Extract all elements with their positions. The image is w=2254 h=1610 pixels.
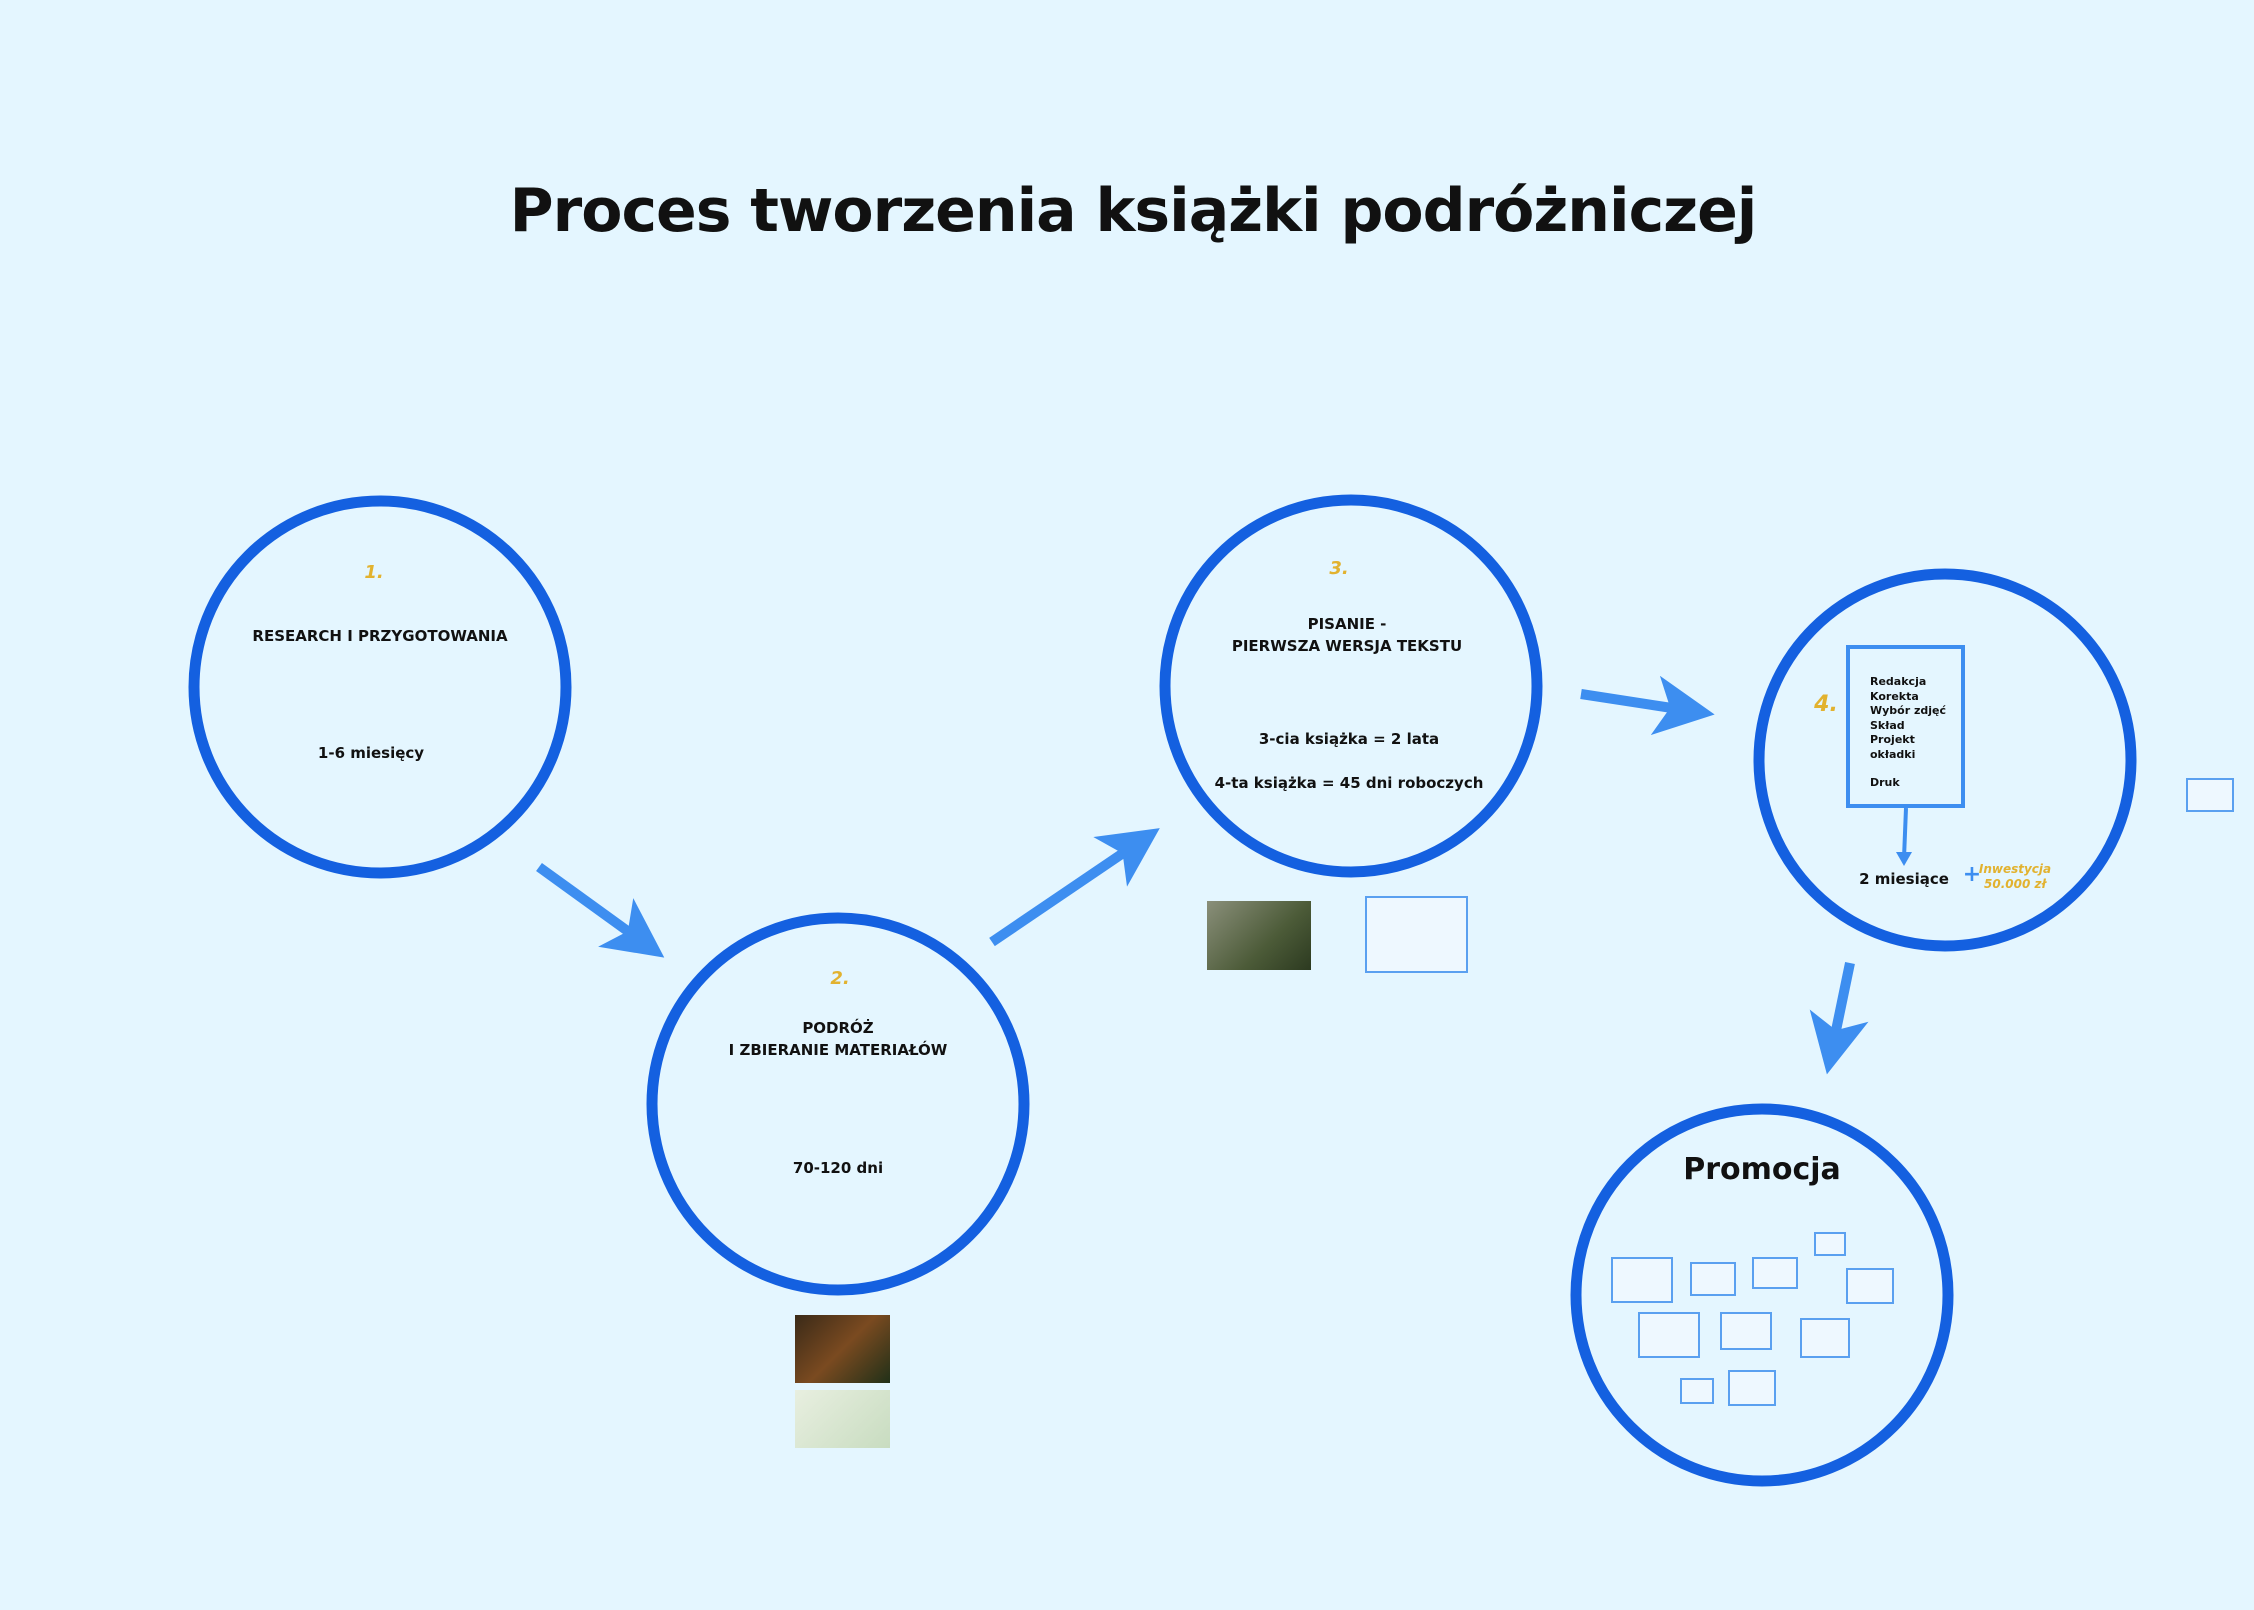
step-4-circle	[1753, 568, 2137, 952]
step-1-number: 1.	[364, 562, 384, 583]
writing-stats-slide-thumbnail[interactable]	[1365, 896, 1468, 973]
plus-icon: +	[1962, 862, 1982, 887]
step-1-name: RESEARCH I PRZYGOTOWANIA	[252, 627, 508, 645]
box-down-arrow	[1902, 807, 1908, 859]
promotion-slide-thumbnail[interactable]	[1814, 1232, 1846, 1256]
arrow-4-to-promotion	[1809, 961, 1869, 1075]
promotion-slide-thumbnail[interactable]	[1680, 1378, 1714, 1404]
promotion-slide-thumbnail[interactable]	[1638, 1312, 1700, 1358]
step-3-name-line2: PIERWSZA WERSJA TEKSTU	[1231, 637, 1463, 655]
step-3-detail-1: 3-cia książka = 2 lata	[1258, 730, 1440, 748]
task-item: Redakcja	[1870, 675, 1927, 688]
step-4-duration: 2 miesiące	[1859, 870, 1949, 888]
step-1-duration: 1-6 miesięcy	[317, 744, 425, 762]
travel-photo-thumbnail[interactable]	[795, 1315, 890, 1383]
investment: Inwestycja 50.000 zł	[1979, 862, 2051, 892]
step-4-task-box: Redakcja Korekta Wybór zdjęć Skład Proje…	[1846, 645, 1965, 808]
step-3-detail-2: 4-ta książka = 45 dni roboczych	[1214, 774, 1484, 792]
promotion-circle	[1570, 1103, 1954, 1487]
task-item-print: Druk	[1870, 776, 1900, 789]
investment-label: Inwestycja	[1978, 862, 2052, 876]
step-2-name-line1: PODRÓŻ	[802, 1019, 874, 1037]
promotion-slide-thumbnail[interactable]	[1720, 1312, 1772, 1350]
task-item: Wybór zdjęć	[1870, 704, 1947, 717]
step-2-duration: 70-120 dni	[792, 1159, 884, 1177]
page-title: Proces tworzenia książki podróżniczej	[509, 176, 1758, 246]
step-3-name-line1: PISANIE -	[1307, 615, 1387, 633]
arrow-2-to-3	[989, 828, 1160, 947]
step-2-number: 2.	[830, 968, 850, 989]
step-2-name-line2: I ZBIERANIE MATERIAŁÓW	[728, 1041, 948, 1059]
promotion-slide-thumbnail[interactable]	[1800, 1318, 1850, 1358]
horse-photo-thumbnail[interactable]	[1207, 901, 1311, 970]
arrow-1-to-2	[536, 862, 665, 958]
step-4-number: 4.	[1814, 692, 1838, 717]
promotion-slide-thumbnail[interactable]	[1846, 1268, 1894, 1304]
extra-slide-thumbnail[interactable]	[2186, 778, 2234, 812]
step-3-circle	[1159, 494, 1543, 878]
task-item: Korekta	[1870, 689, 1919, 703]
promotion-title: Promocja	[1683, 1152, 1841, 1187]
task-item: Projekt okładki	[1870, 733, 1916, 761]
step-1-circle	[188, 495, 572, 879]
promotion-slide-thumbnail[interactable]	[1690, 1262, 1736, 1296]
task-item: Skład	[1870, 718, 1905, 732]
promotion-slide-thumbnail[interactable]	[1611, 1257, 1673, 1303]
step-2-circle	[646, 912, 1030, 1296]
arrow-3-to-4	[1580, 675, 1715, 736]
map-thumbnail[interactable]	[795, 1390, 890, 1448]
promotion-slide-thumbnail[interactable]	[1752, 1257, 1798, 1289]
promotion-slide-thumbnail[interactable]	[1728, 1370, 1776, 1406]
investment-amount: 50.000 zł	[1984, 877, 2046, 891]
step-3-number: 3.	[1329, 558, 1349, 579]
